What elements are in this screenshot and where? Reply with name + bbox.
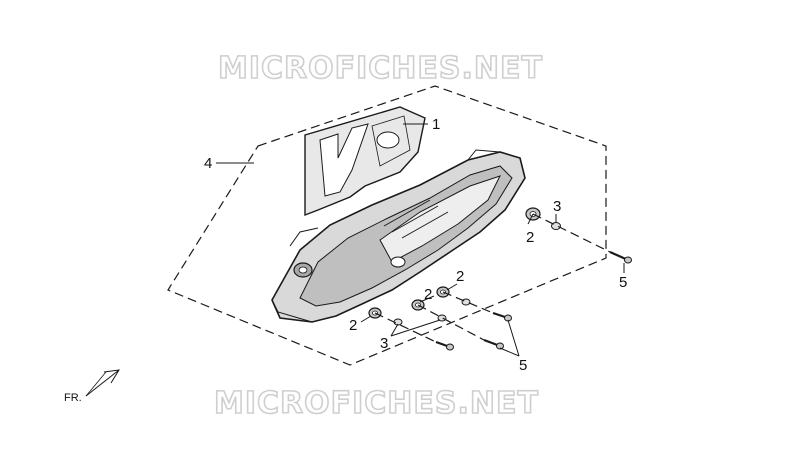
callout-nut-mid-b: 2 — [424, 286, 432, 303]
leader-nut-left — [360, 315, 372, 323]
callout-nut-right: 2 — [526, 229, 534, 246]
callout-bolt-right: 5 — [619, 274, 627, 291]
leader-nut-right — [527, 213, 534, 225]
bolt-group-a[interactable] — [492, 311, 512, 322]
bolt-right[interactable] — [609, 250, 632, 264]
leader-bolt-group-b — [499, 347, 520, 357]
leader-washer-left-b — [390, 319, 441, 337]
leader-bolt-group-a — [507, 319, 520, 357]
direction-label: FR. — [64, 392, 82, 404]
assembly-line-mid-a — [442, 291, 494, 314]
gasket-part[interactable] — [304, 106, 426, 217]
callout-washer-right: 3 — [553, 198, 561, 215]
direction-arrow-icon — [85, 369, 120, 397]
left-crankcase-cover[interactable] — [271, 149, 526, 323]
leader-nut-mid-a — [446, 283, 458, 291]
callout-washer-left: 3 — [380, 335, 388, 352]
assembly-boundary — [167, 85, 607, 366]
callout-nut-left: 2 — [349, 317, 357, 334]
callout-cover-assembly: 4 — [204, 155, 212, 172]
direction-indicator: FR. — [64, 369, 120, 404]
assembly-line-right — [532, 213, 611, 253]
callout-gasket: 1 — [432, 116, 440, 133]
bolt-group-c[interactable] — [435, 340, 454, 351]
leader-nut-mid-b — [419, 295, 435, 303]
washer-mid-b[interactable] — [437, 314, 447, 322]
leader-washer-left-a — [390, 323, 399, 337]
assembly-line-left — [374, 312, 437, 343]
bolt-group-b[interactable] — [483, 338, 504, 350]
watermark-bottom: MICROFICHES.NET — [214, 386, 539, 421]
assembly-line-mid-b — [417, 304, 485, 341]
callout-bolt-group: 5 — [519, 357, 527, 374]
callout-nut-mid-a: 2 — [456, 268, 464, 285]
watermark-top: MICROFICHES.NET — [218, 51, 543, 86]
